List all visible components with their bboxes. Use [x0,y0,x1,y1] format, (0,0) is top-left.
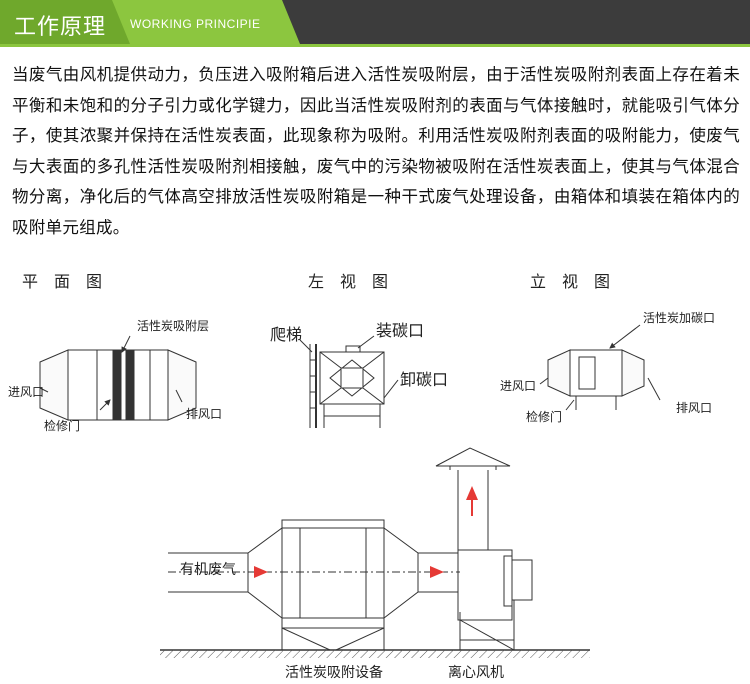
plan-view-title: 平面图 [22,272,119,291]
plan-view-drawing [39,335,197,421]
front-view-drawing [539,324,661,411]
principle-paragraph: 当废气由风机提供动力，负压进入吸附箱后进入活性炭吸附层，由于活性炭吸附剂表面上存… [12,65,740,237]
front-view-title: 立视图 [530,272,627,291]
plan-outlet-label: 排风口 [186,407,222,421]
front-outlet-label: 排风口 [676,401,712,415]
unload-port-label: 卸碳口 [400,370,448,389]
device-label: 活性炭吸附设备 [285,664,383,681]
organic-gas-label: 有机废气 [180,562,236,578]
refill-port-label: 活性炭加碳口 [643,311,715,325]
left-view-drawing [299,335,399,428]
section-header: 工作原理 WORKING PRINCIPIE [0,0,750,48]
header-title-band [0,0,130,44]
header-subtitle: WORKING PRINCIPIE [130,17,261,31]
left-view-title: 左视图 [308,272,405,291]
airflow-arrows [254,486,478,578]
header-title: 工作原理 [14,15,107,40]
plan-layer-label: 活性炭吸附层 [137,319,209,333]
system-diagram [160,447,590,658]
front-inlet-label: 进风口 [500,379,536,393]
load-port-label: 装碳口 [376,321,424,340]
plan-door-label: 检修门 [44,418,80,433]
fan-label: 离心风机 [448,664,504,681]
header-underline [0,44,750,47]
ladder-label: 爬梯 [270,325,302,344]
plan-inlet-label: 进风口 [8,385,44,399]
header-banner [0,0,750,47]
front-door-label: 检修门 [526,409,562,424]
